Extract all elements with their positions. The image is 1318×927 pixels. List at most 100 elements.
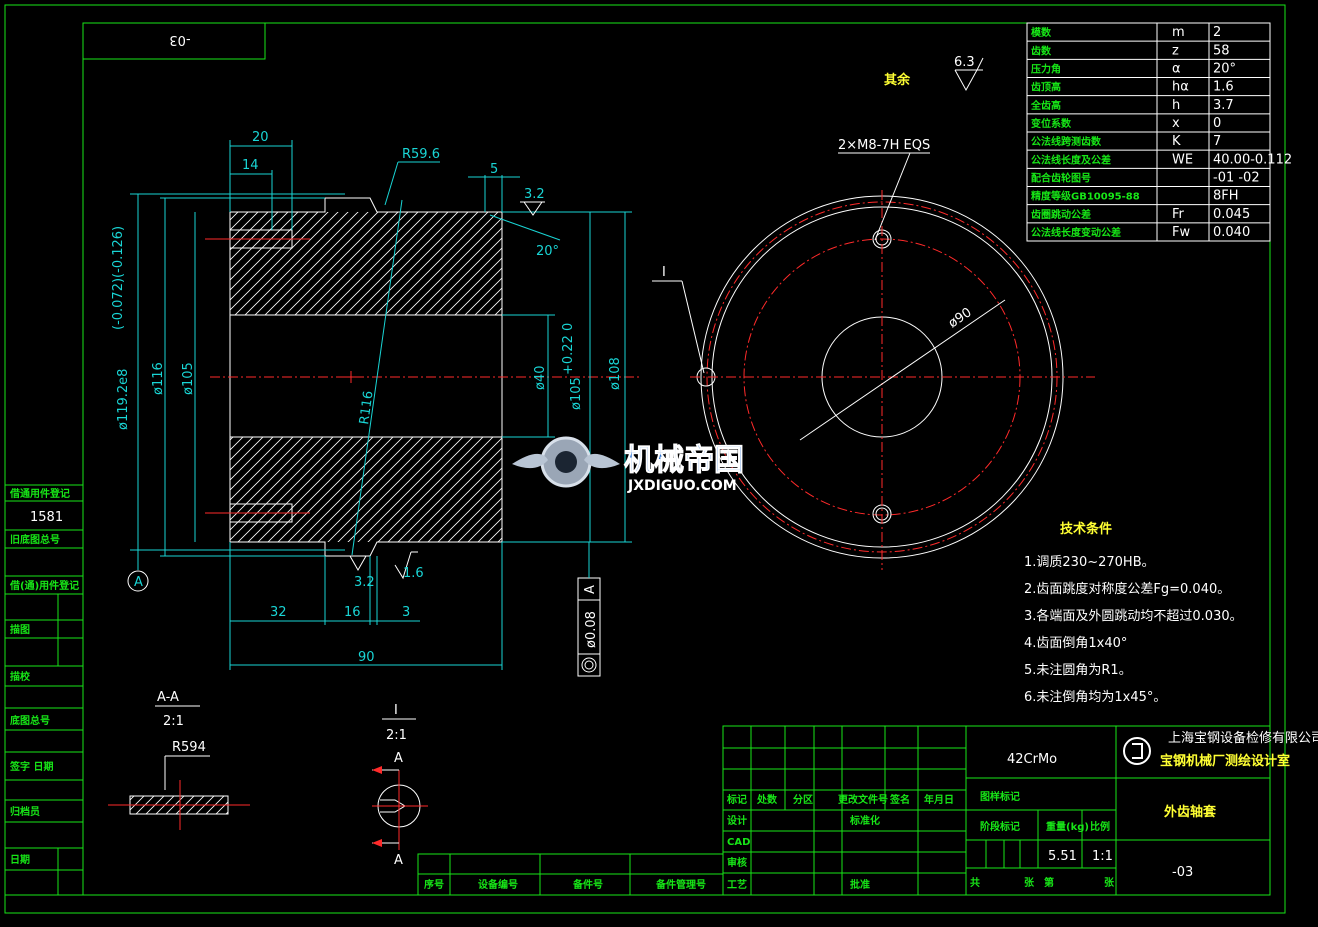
- parts-h2: 备件号: [572, 878, 603, 891]
- gear-param-symbol: Fw: [1172, 225, 1190, 240]
- tech-item: 6.未注倒角均为1x45°。: [1024, 690, 1166, 705]
- tb-material-label: 图样标记: [980, 790, 1020, 803]
- dim-5: 5: [490, 162, 498, 177]
- dim-32: 32: [270, 605, 287, 620]
- gear-param-value: 58: [1213, 43, 1230, 58]
- holes-label: 2×M8-7H EQS: [838, 138, 930, 153]
- tb-weight: 5.51: [1048, 849, 1077, 864]
- tb-scale: 1:1: [1092, 849, 1113, 864]
- strip-value: 1581: [30, 510, 63, 525]
- section-aa-profile: [108, 755, 250, 830]
- gear-param-name: 公法线长度及公差: [1031, 153, 1111, 166]
- detail-i-a-bottom: A: [394, 853, 403, 868]
- tech-item: 4.齿面倒角1x40°: [1024, 636, 1127, 651]
- gear-param-name: 变位系数: [1031, 117, 1072, 130]
- tb-sheet-no: 第: [1044, 876, 1054, 889]
- tech-item: 5.未注圆角为R1。: [1024, 663, 1132, 678]
- gear-param-name: 配合齿轮图号: [1031, 171, 1091, 184]
- top-number: -03: [169, 32, 190, 47]
- dim-dia105: ø105: [181, 362, 196, 395]
- company-logo: [1123, 737, 1151, 765]
- dim-tol105b: +0.22 0: [561, 323, 576, 375]
- gear-param-value: 0.045: [1213, 207, 1250, 222]
- dim-tol1192: (-0.072)(-0.126): [111, 226, 126, 330]
- gear-param-value: 40.00-0.112: [1213, 152, 1292, 167]
- section-aa-radius: R594: [172, 740, 206, 755]
- gear-param-symbol: m: [1172, 25, 1185, 40]
- tb-h2: 分区: [793, 793, 813, 806]
- dim-ra16: 1.6: [403, 566, 424, 581]
- dim-14: 14: [242, 158, 259, 173]
- gear-param-value: 2: [1213, 25, 1221, 40]
- company-line2: 宝钢机械厂测绘设计室: [1160, 753, 1290, 769]
- tech-item: 3.各端面及外圆跳动均不超过0.030。: [1024, 608, 1243, 624]
- tb-h0: 标记: [726, 793, 747, 806]
- parts-h1: 设备编号: [478, 878, 518, 891]
- gear-param-symbol: x: [1172, 116, 1180, 131]
- gear-param-name: 全齿高: [1030, 99, 1061, 112]
- tb-row-2: 审核: [727, 856, 747, 869]
- strip-row-7: 日期: [10, 853, 30, 866]
- outer-frame: [4, 4, 1286, 914]
- number-box: [82, 22, 266, 60]
- left-strip: [4, 484, 84, 896]
- gear-param-value: 1.6: [1213, 80, 1234, 95]
- strip-row-4: 底图总号: [10, 714, 50, 727]
- detail-i-label: I: [394, 703, 398, 718]
- tech-item: 1.调质230~270HB。: [1024, 555, 1155, 570]
- tb-stage: 阶段标记: [980, 820, 1020, 833]
- tb-h4: 签名: [889, 793, 910, 806]
- gear-param-symbol: α: [1172, 61, 1181, 76]
- detail-i-scale: 2:1: [386, 728, 407, 743]
- tb-approve: 批准: [850, 878, 870, 891]
- gear-param-name: 公法线长度变动公差: [1031, 226, 1121, 239]
- title-block: [722, 725, 1271, 896]
- watermark-logo: [512, 436, 620, 488]
- dim-dia40: ø40: [533, 366, 548, 391]
- strip-row-1: 借(通)用件登记: [9, 579, 79, 592]
- gear-param-name: 模数: [1031, 26, 1052, 39]
- gear-param-name: 齿顶高: [1031, 81, 1061, 94]
- material: 42CrMo: [1007, 752, 1057, 767]
- gear-param-name: 精度等级GB10095-88: [1031, 190, 1140, 203]
- company-line1: 上海宝钢设备检修有限公司: [1168, 730, 1318, 746]
- tb-scale-label: 比例: [1090, 820, 1110, 833]
- detail-mark-i: I: [662, 265, 666, 280]
- dim-3: 3: [402, 605, 410, 620]
- tb-sheet-total: 共: [970, 876, 980, 889]
- tech-title: 技术条件: [1060, 521, 1112, 537]
- tb-sheet-word: 张: [1024, 876, 1035, 889]
- gear-param-symbol: WE: [1172, 152, 1193, 167]
- drawing-number-bottom: -03: [1172, 865, 1193, 880]
- gear-param-name: 公法线跨测齿数: [1031, 135, 1102, 148]
- dim-dia1192: ø119.2e8: [116, 369, 131, 430]
- tb-h3: 更改文件号: [838, 793, 888, 806]
- tb-sheet-word2: 张: [1104, 876, 1115, 889]
- parts-h0: 序号: [424, 878, 444, 891]
- dim-dia108: ø108: [608, 357, 623, 390]
- detail-i-view: [372, 766, 428, 850]
- dim-90: 90: [358, 650, 375, 665]
- gear-param-name: 齿圈跳动公差: [1031, 208, 1091, 221]
- detail-i-a-top: A: [394, 751, 403, 766]
- dim-dia116: ø116: [151, 362, 166, 395]
- roughness-value: 6.3: [954, 55, 975, 70]
- dimension-lines: [127, 140, 632, 677]
- dim-r116: R116: [357, 390, 377, 426]
- datum-a: A: [134, 575, 143, 590]
- section-aa-label: A-A: [157, 690, 179, 705]
- gear-param-symbol: K: [1172, 134, 1181, 149]
- gear-param-value: 0: [1213, 116, 1221, 131]
- gear-param-value: 3.7: [1213, 98, 1234, 113]
- watermark-cn: 机械帝国: [624, 443, 744, 478]
- dim-ra32a: 3.2: [524, 187, 545, 202]
- tech-requirements-list: 1.调质230~270HB。2.齿面跳度对称度公差Fg=0.040。3.各端面及…: [1024, 555, 1243, 705]
- tb-row-1: CAD: [727, 837, 750, 848]
- dim-20: 20: [252, 130, 269, 145]
- dim-dia90: ø90: [946, 305, 975, 331]
- tb-h5: 年月日: [924, 793, 954, 806]
- tb-standardize: 标准化: [849, 814, 880, 827]
- gear-param-value: -01 -02: [1213, 170, 1260, 185]
